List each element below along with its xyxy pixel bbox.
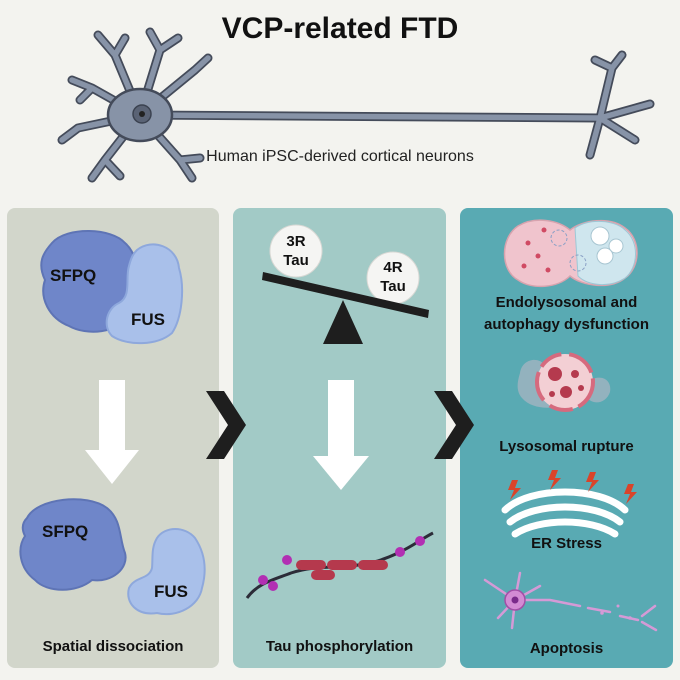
tau-4r-line1: 4R — [383, 259, 403, 276]
endolysosomal-label-line2: autophagy dysfunction — [484, 316, 649, 333]
endolysosome-icon — [503, 219, 638, 288]
caption-tau-phosphorylation: Tau phosphorylation — [265, 638, 414, 655]
chevron-arrow-2 — [434, 391, 474, 459]
fus-label-bottom: FUS — [154, 582, 188, 601]
phosphorylated-tau — [245, 531, 434, 599]
lysosome-rupture-icon — [517, 352, 611, 412]
fus-separated — [127, 528, 206, 616]
panel2-artwork — [245, 224, 434, 599]
sfpq-label-top: SFPQ — [50, 266, 97, 285]
panel-cellular-dysfunction — [460, 208, 673, 668]
subtitle: Human iPSC-derived cortical neurons — [206, 148, 474, 165]
endolysosomal-label-line1: Endolysosomal and — [495, 294, 638, 311]
er-stress-label: ER Stress — [531, 535, 602, 552]
tau-3r-line2: Tau — [283, 252, 309, 269]
neuron-illustration — [57, 27, 655, 183]
apoptotic-neuron-icon — [483, 571, 658, 632]
fus-label-top: FUS — [131, 310, 165, 329]
tau-balance-scale — [262, 224, 429, 344]
lysosomal-rupture-label: Lysosomal rupture — [499, 438, 634, 455]
panel1-artwork — [19, 230, 206, 616]
sfpq-label-bottom: SFPQ — [42, 522, 89, 541]
apoptosis-label: Apoptosis — [529, 640, 604, 657]
sfpq-fus-complex — [40, 230, 184, 345]
page-title: VCP-related FTD — [221, 12, 459, 45]
tau-4r-line2: Tau — [380, 278, 406, 295]
down-arrow — [85, 380, 139, 484]
panel3-artwork — [483, 219, 658, 632]
down-arrow — [313, 380, 369, 490]
sfpq-separated — [19, 498, 127, 591]
caption-spatial-dissociation: Spatial dissociation — [42, 638, 184, 655]
chevron-arrow-1 — [206, 391, 246, 459]
er-stress-icon — [501, 470, 637, 538]
tau-3r-line1: 3R — [286, 233, 306, 250]
